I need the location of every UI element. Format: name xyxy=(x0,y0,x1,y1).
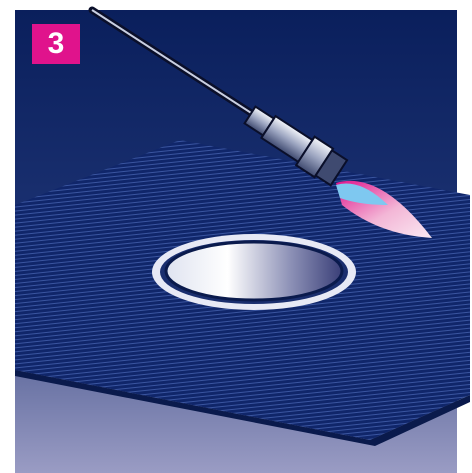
roof-opening-icon xyxy=(152,234,356,310)
step-number-badge: 3 xyxy=(32,24,80,64)
